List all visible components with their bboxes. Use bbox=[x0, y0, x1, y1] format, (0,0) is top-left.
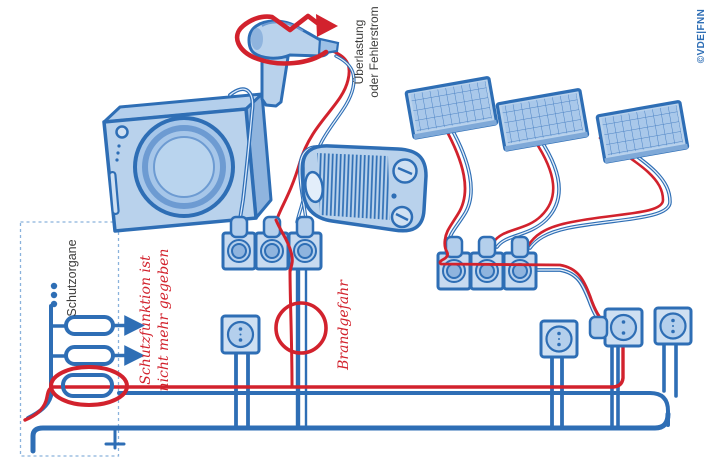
plug bbox=[588, 315, 609, 340]
heater-side-vent bbox=[304, 170, 324, 204]
solar-panel-1 bbox=[404, 76, 499, 140]
solar-panel-2 bbox=[495, 88, 590, 152]
distribution-board-dashed-box bbox=[19, 221, 120, 457]
fan-heater bbox=[301, 144, 428, 233]
credit-vde-fnn: ©VDE|FNN bbox=[696, 9, 707, 63]
washer-knob bbox=[115, 125, 129, 139]
label-brandgefahr: Brandgefahr bbox=[336, 279, 352, 371]
fuse-alert-ellipse bbox=[49, 365, 129, 407]
outlet1-drop-wires bbox=[234, 350, 250, 428]
plug bbox=[295, 215, 315, 239]
label-ueberlastung-line1: Überlastung bbox=[352, 20, 366, 85]
plug bbox=[477, 235, 497, 259]
washing-machine-cord bbox=[228, 87, 255, 221]
washer-handle bbox=[108, 170, 120, 216]
fault-current-path bbox=[23, 268, 625, 422]
fuse-2 bbox=[64, 345, 115, 366]
heater-grille bbox=[317, 153, 390, 220]
plug bbox=[229, 215, 249, 239]
power-strip1-cord bbox=[295, 263, 308, 429]
label-schutzfunktion-line2: nicht mehr gegeben bbox=[156, 249, 172, 392]
fault-current-through-strip2 bbox=[438, 124, 609, 327]
wall-outlet-3 bbox=[588, 307, 644, 348]
solar-panel-cables bbox=[445, 124, 672, 256]
strip2-socket bbox=[469, 235, 505, 291]
fault-current-through-strip1 bbox=[274, 218, 294, 274]
strip1-socket bbox=[287, 215, 323, 271]
plug bbox=[510, 235, 530, 259]
strip1-socket bbox=[254, 215, 290, 271]
fuse-3 bbox=[61, 373, 114, 398]
wiring-bus bbox=[26, 304, 678, 454]
outlet4-drop-wires bbox=[662, 340, 678, 398]
label-ueberlastung-line2: oder Fehlerstrom bbox=[367, 6, 381, 97]
wall-outlet-4 bbox=[653, 306, 693, 346]
wall-outlet-1 bbox=[220, 314, 261, 355]
fire-hazard-circle bbox=[274, 301, 328, 355]
label-schutzfunktion-line1: Schutzfunktion ist bbox=[138, 255, 154, 385]
strip1-socket bbox=[221, 215, 257, 271]
ellipsis-dot bbox=[50, 291, 58, 299]
fuse-1 bbox=[64, 315, 115, 336]
ellipsis-dot bbox=[50, 282, 58, 290]
power-strip-1 bbox=[221, 215, 323, 271]
overload-arrow-icon bbox=[234, 13, 338, 66]
solar-panel-3 bbox=[595, 100, 690, 164]
protection-devices-group bbox=[50, 282, 145, 398]
ellipsis-dot bbox=[50, 300, 58, 308]
outlet2-drop-wires bbox=[550, 352, 564, 428]
fuse-output-arrows bbox=[113, 315, 145, 366]
label-schutzorgane: Schutzorgane bbox=[65, 239, 79, 316]
wall-outlet-2 bbox=[539, 319, 579, 359]
hair-dryer bbox=[247, 19, 340, 108]
ground-symbol-icon bbox=[104, 426, 126, 450]
dryer-nozzle bbox=[317, 37, 340, 56]
power-strip-2 bbox=[436, 235, 538, 291]
